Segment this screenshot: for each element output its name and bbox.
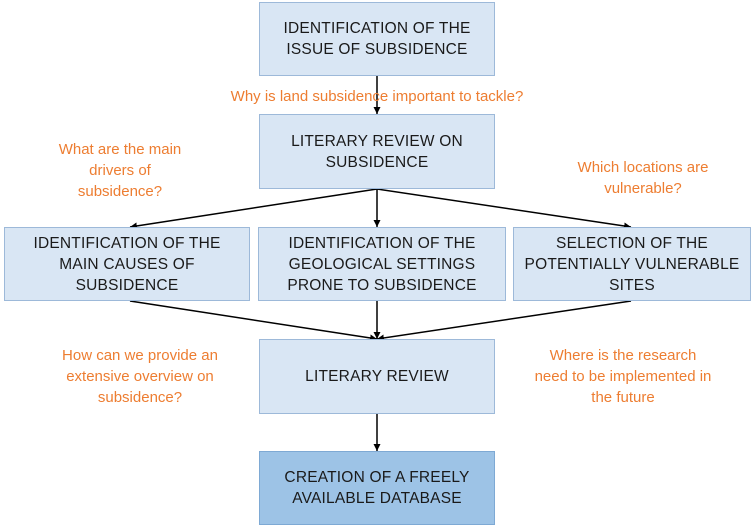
step-identification-issue: IDENTIFICATION OF THE ISSUE OF SUBSIDENC…: [259, 2, 495, 76]
question-why-tackle: Why is land subsidence important to tack…: [230, 88, 524, 105]
step-literary-review: LITERARY REVIEW: [259, 339, 495, 414]
step-literary-review-on-subsidence: LITERARY REVIEW ON SUBSIDENCE: [259, 114, 495, 189]
question-main-drivers: What are the main drivers of subsidence?: [58, 141, 182, 200]
arrow-review-to-vulnerable: [376, 188, 632, 230]
step-geological-settings: IDENTIFICATION OF THE GEOLOGICAL SETTING…: [258, 227, 506, 301]
step-main-causes: IDENTIFICATION OF THE MAIN CAUSES OF SUB…: [4, 227, 250, 301]
step-create-database: CREATION OF A FREELY AVAILABLE DATABASE: [259, 451, 495, 525]
arrow-causes-to-literary-review: [129, 300, 378, 342]
question-where-research: Where is the research need to be impleme…: [534, 347, 712, 406]
question-which-locations: Which locations are vulnerable?: [577, 159, 709, 197]
arrow-vulnerable-to-literary-review: [376, 300, 632, 342]
step-vulnerable-sites: SELECTION OF THE POTENTIALLY VULNERABLE …: [513, 227, 751, 301]
question-how-overview: How can we provide an extensive overview…: [62, 347, 218, 406]
arrow-review-to-causes: [129, 188, 378, 230]
